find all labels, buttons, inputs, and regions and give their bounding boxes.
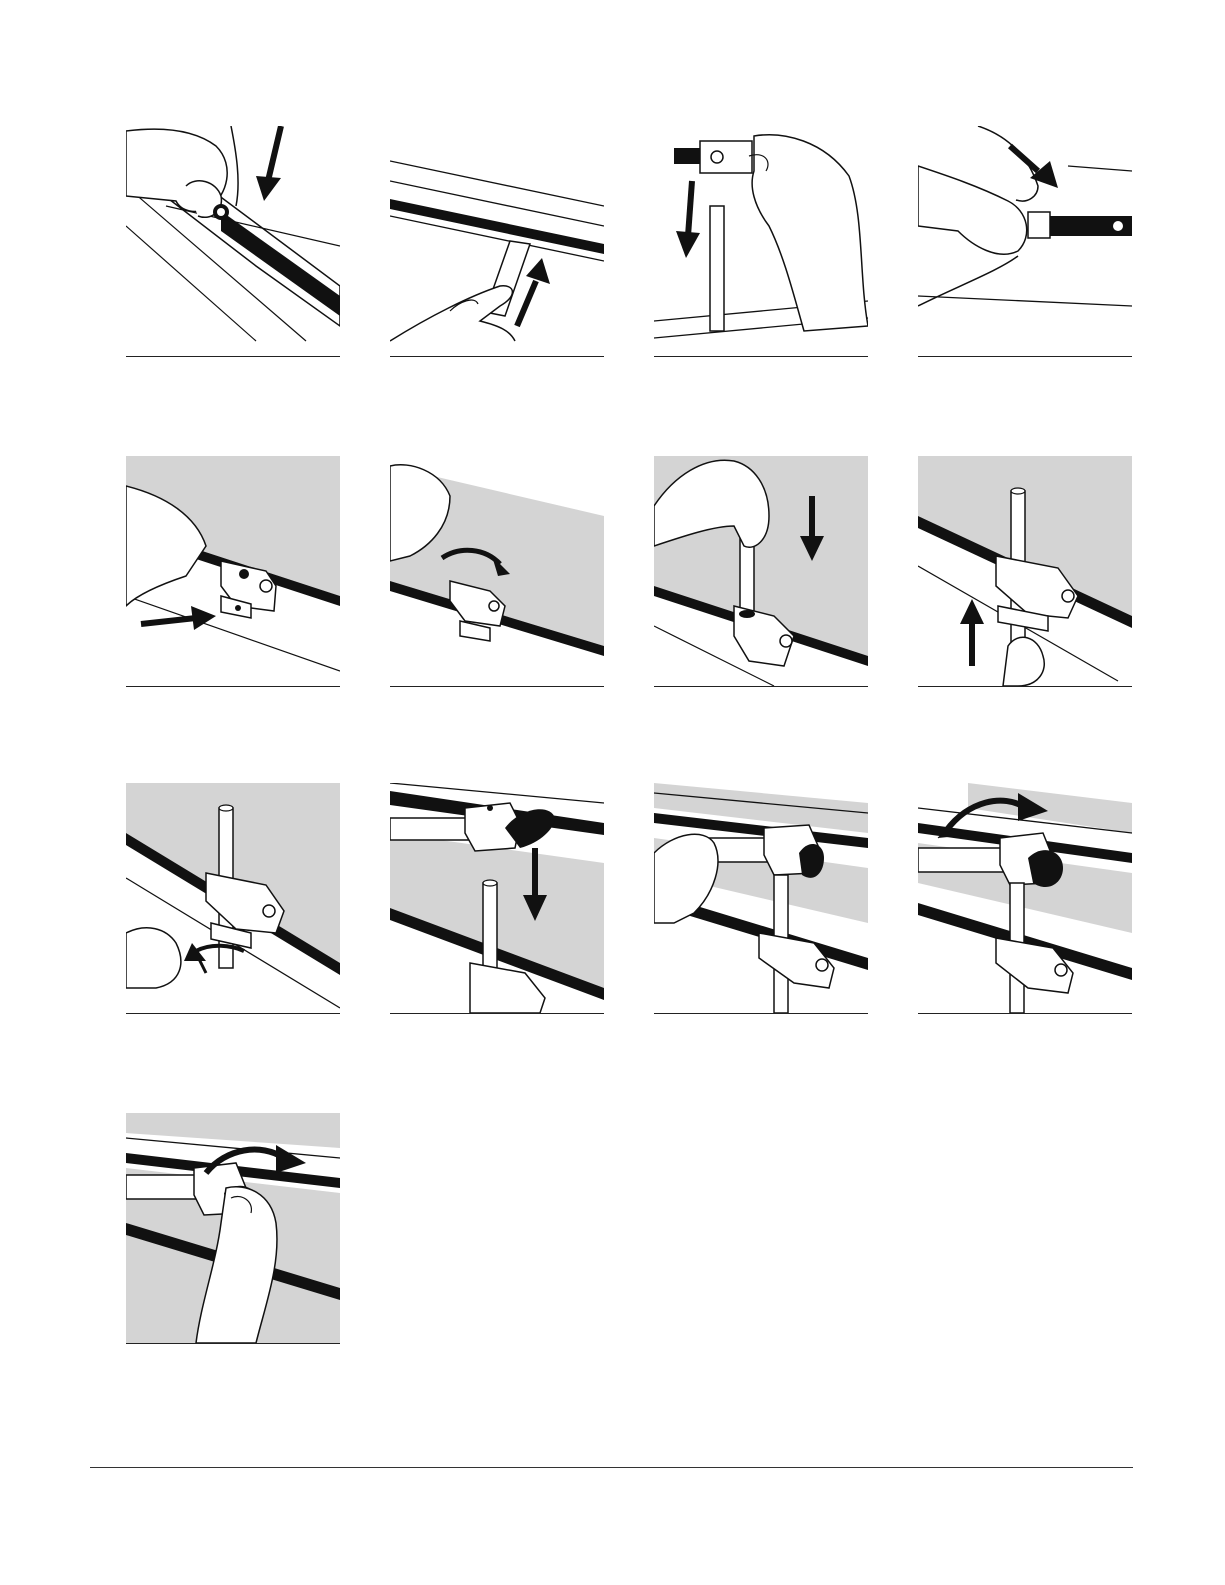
step-2-illustration xyxy=(390,126,604,356)
step-7-illustration xyxy=(654,456,868,686)
push-bracket-onto-edge-icon xyxy=(126,456,340,686)
lower-crossbar-onto-rod-icon xyxy=(390,783,604,1013)
step-10-rule xyxy=(390,1013,604,1014)
step-3-illustration xyxy=(654,126,868,356)
step-12-illustration xyxy=(918,783,1132,1013)
step-13-illustration xyxy=(126,1113,340,1343)
footer-rule xyxy=(90,1467,1133,1468)
insert-pin-into-rail-icon xyxy=(126,126,340,356)
step-10-illustration xyxy=(390,783,604,1013)
final-turn-clamp-icon xyxy=(126,1113,340,1343)
step-4-illustration xyxy=(918,126,1132,356)
step-8-rule xyxy=(918,686,1132,687)
step-13-rule xyxy=(126,1343,340,1344)
step-11-illustration xyxy=(654,783,868,1013)
step-2-rule xyxy=(390,356,604,357)
step-5-illustration xyxy=(126,456,340,686)
step-6-illustration xyxy=(390,456,604,686)
step-9-rule xyxy=(126,1013,340,1014)
step-4-rule xyxy=(918,356,1132,357)
step-8-illustration xyxy=(918,456,1132,686)
seat-crossbar-clamp-icon xyxy=(654,783,868,1013)
insert-rod-into-bracket-icon xyxy=(654,456,868,686)
step-3-rule xyxy=(654,356,868,357)
step-11-rule xyxy=(654,1013,868,1014)
tighten-thumbscrew-icon xyxy=(918,126,1132,356)
rotate-bracket-icon xyxy=(390,456,604,686)
step-1-illustration xyxy=(126,126,340,356)
push-rod-up-icon xyxy=(918,456,1132,686)
rotate-crossbar-clamp-icon xyxy=(918,783,1132,1013)
step-5-rule xyxy=(126,686,340,687)
step-7-rule xyxy=(654,686,868,687)
tighten-with-hex-key-icon xyxy=(126,783,340,1013)
step-1-rule xyxy=(126,356,340,357)
slide-slider-along-rail-icon xyxy=(390,126,604,356)
step-6-rule xyxy=(390,686,604,687)
place-clamp-on-rod-icon xyxy=(654,126,868,356)
step-9-illustration xyxy=(126,783,340,1013)
step-12-rule xyxy=(918,1013,1132,1014)
